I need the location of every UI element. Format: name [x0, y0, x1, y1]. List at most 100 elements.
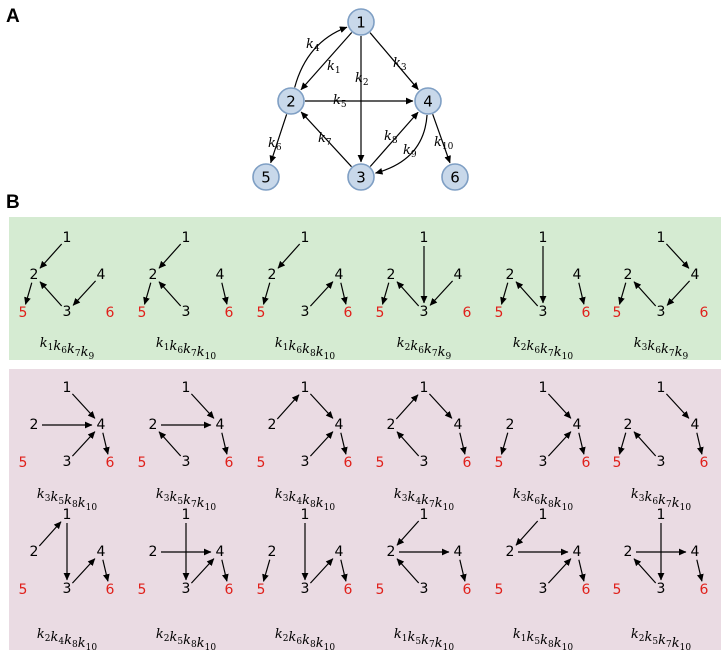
tree-caption: k3k6k8k10: [513, 487, 573, 513]
tree-caption: k2k4k8k10: [37, 627, 97, 653]
tree-edge-4-6: [578, 559, 586, 582]
tree-node-4: 4: [573, 267, 582, 283]
tree-node-1: 1: [420, 507, 429, 523]
tree-node-4: 4: [691, 417, 700, 433]
tree-node-5: 5: [19, 305, 28, 321]
tree-node-2: 2: [268, 267, 277, 283]
tree-node-1: 1: [301, 507, 310, 523]
tree-node-4: 4: [454, 267, 463, 283]
tree-node-1: 1: [657, 380, 666, 396]
tree-node-2: 2: [268, 417, 277, 433]
tree-edge-2-5: [262, 559, 271, 582]
tree-node-3: 3: [539, 454, 548, 470]
tree-caption: k1k6k7k9: [40, 336, 95, 362]
tree-node-5: 5: [613, 305, 622, 321]
rate-label-k8: k8: [384, 129, 398, 146]
tree-caption: k2k6k7k9: [397, 336, 452, 362]
tree-node-3: 3: [63, 454, 72, 470]
tree-node-5: 5: [257, 455, 266, 471]
tree-node-6: 6: [700, 582, 709, 598]
tree-node-5: 5: [376, 305, 385, 321]
tree-node-3: 3: [301, 581, 310, 597]
rate-label-k4: k4: [306, 37, 320, 54]
tree-edge-4-6: [696, 432, 704, 455]
panel-label-b: B: [6, 192, 20, 213]
rate-label-k9: k9: [403, 143, 417, 160]
tree-caption: k3k5k7k10: [156, 487, 216, 513]
tree-node-6: 6: [344, 455, 353, 471]
tree-node-4: 4: [97, 267, 106, 283]
tree-edge-3-2: [396, 281, 420, 307]
tree-node-2: 2: [30, 544, 39, 560]
tree-edge-1-2: [396, 520, 420, 546]
tree-node-2: 2: [624, 267, 633, 283]
tree-node-6: 6: [582, 582, 591, 598]
tree-edge-1-2: [277, 243, 301, 269]
tree-node-4: 4: [691, 267, 700, 283]
tree-caption: k1k6k8k10: [275, 336, 335, 362]
rate-label-k5: k5: [333, 93, 347, 110]
tree-node-1: 1: [182, 507, 191, 523]
tree-caption: k1k5k8k10: [513, 627, 573, 653]
tree-node-5: 5: [495, 305, 504, 321]
tree-edge-3-2: [633, 558, 657, 584]
tree-node-4: 4: [97, 544, 106, 560]
tree-node-6: 6: [700, 305, 709, 321]
tree-edge-4-6: [578, 432, 586, 455]
tree-node-6: 6: [463, 455, 472, 471]
tree-node-3: 3: [657, 454, 666, 470]
tree-node-6: 6: [344, 582, 353, 598]
tree-edge-4-3: [72, 280, 97, 306]
tree-caption: k1k5k7k10: [394, 627, 454, 653]
tree-node-2: 2: [387, 544, 396, 560]
rate-label-k1: k1: [327, 59, 341, 76]
tree-edge-3-2: [158, 431, 182, 457]
tree-node-2: 2: [149, 267, 158, 283]
tree-edge-4-3: [666, 280, 691, 306]
tree-edge-3-2: [39, 281, 63, 307]
tree-node-1: 1: [182, 230, 191, 246]
tree-node-5: 5: [495, 455, 504, 471]
tree-edge-3-4: [309, 281, 334, 307]
tree-node-3: 3: [63, 304, 72, 320]
tree-node-1: 1: [301, 230, 310, 246]
tree-edge-2-5: [500, 282, 509, 305]
tree-edge-3-2: [396, 431, 420, 457]
tree-edge-4-6: [221, 559, 229, 582]
tree-node-4: 4: [335, 544, 344, 560]
node-2-circle: [277, 87, 305, 115]
tree-caption: k2k5k8k10: [156, 627, 216, 653]
tree-edge-4-6: [340, 432, 348, 455]
tree-edge-2-5: [500, 432, 509, 455]
tree-node-3: 3: [657, 581, 666, 597]
tree-node-1: 1: [420, 230, 429, 246]
node-3-label: 3: [356, 169, 366, 187]
tree-node-3: 3: [539, 304, 548, 320]
tree-edge-4-6: [221, 432, 229, 455]
tree-edge-3-4: [71, 558, 96, 584]
tree-node-3: 3: [182, 304, 191, 320]
tree-node-2: 2: [506, 544, 515, 560]
tree-node-2: 2: [387, 417, 396, 433]
edge-2-5: [269, 114, 288, 164]
node-2-label: 2: [286, 93, 296, 111]
tree-node-6: 6: [225, 455, 234, 471]
tree-node-6: 6: [582, 455, 591, 471]
tree-node-3: 3: [301, 454, 310, 470]
tree-edge-4-6: [459, 432, 467, 455]
node-1-circle: [347, 8, 375, 36]
tree-node-4: 4: [573, 417, 582, 433]
tree-node-2: 2: [624, 544, 633, 560]
tree-edge-2-5: [262, 282, 271, 305]
tree-node-3: 3: [420, 454, 429, 470]
tree-edge-3-2: [158, 281, 182, 307]
